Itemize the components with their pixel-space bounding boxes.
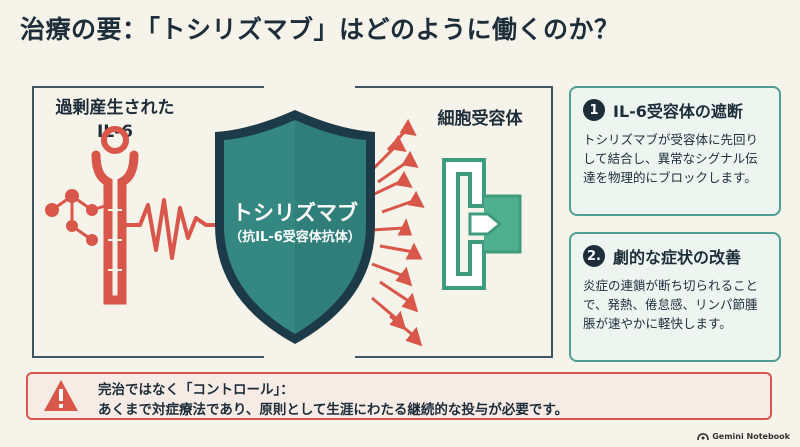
card-header: 2. 劇的な症状の改善: [583, 244, 769, 268]
il6-label-line1: 過剰産生された: [55, 98, 175, 118]
card-body: トシリズマブが受容体に先回りして結合し、異常なシグナル伝達を物理的にブロックしま…: [583, 132, 759, 185]
branding-text: Gemini Notebook: [712, 432, 790, 441]
card-header: 1 IL-6受容体の遮断: [583, 98, 769, 122]
il6-panel-frame: [32, 86, 264, 358]
card-body: 炎症の連鎖が断ち切られることで、発熱、倦怠感、リンパ節腫脹が速やかに軽快します。: [583, 278, 759, 331]
card-title: IL-6受容体の遮断: [613, 102, 743, 121]
warning-icon: [44, 380, 78, 411]
mechanism-illustration: [45, 110, 522, 347]
step-number-badge: 2.: [583, 245, 605, 267]
step-number-badge: 1: [583, 99, 605, 121]
shield-drug-subtitle: （抗IL-6受容体抗体）: [229, 230, 361, 245]
receptor-panel-frame: [355, 86, 553, 358]
notebook-logo-icon: [697, 432, 710, 440]
red-arrows-icon: [369, 118, 425, 347]
il6-molecule-icon: [45, 126, 139, 305]
card-receptor-block: 1 IL-6受容体の遮断 トシリズマブが受容体に先回りして結合し、異常なシグナル…: [569, 86, 781, 216]
warning-banner: 完治ではなく「コントロール」： あくまで対症療法であり、原則として生涯にわたる継…: [26, 372, 772, 420]
warning-text: あくまで対症療法であり、原則として生涯にわたる継続的な投与が必要です。: [98, 402, 569, 418]
signal-wave: [124, 198, 224, 260]
warning-heading: 完治ではなく「コントロール」：: [98, 382, 294, 398]
card-title: 劇的な症状の改善: [613, 248, 742, 267]
receptor-label: 細胞受容体: [437, 109, 523, 129]
page-title: 治療の要：「トシリズマブ」はどのように働くのか？: [20, 15, 620, 44]
receptor-icon: [442, 158, 522, 290]
shield-icon: [215, 110, 375, 344]
card-symptom-improvement: 2. 劇的な症状の改善 炎症の連鎖が断ち切られることで、発熱、倦怠感、リンパ節腫…: [569, 232, 781, 362]
branding: Gemini Notebook: [697, 432, 790, 441]
shield-drug-name: トシリズマブ: [232, 201, 358, 225]
